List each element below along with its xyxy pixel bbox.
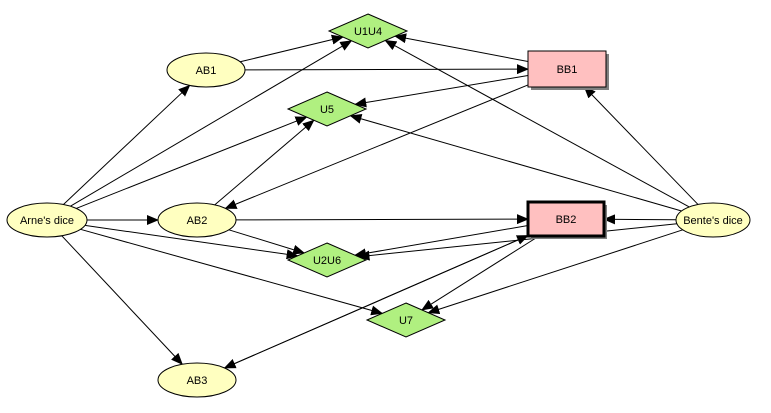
- edge-arne-to-u1u4: [70, 40, 353, 207]
- node-shape-diamond: [327, 13, 409, 49]
- edge-bb2-to-ab3: [223, 235, 529, 369]
- node-shape-diamond: [365, 302, 447, 338]
- node-ab3[interactable]: AB3: [157, 362, 237, 398]
- node-shape-ellipse: [675, 202, 751, 238]
- node-label: BB2: [556, 214, 577, 226]
- edge-bb2-to-u7: [421, 235, 540, 311]
- node-label: U2U6: [313, 255, 341, 267]
- node-shape-ellipse: [157, 362, 237, 398]
- edge-bb1-to-u1u4: [394, 33, 529, 63]
- node-ab2[interactable]: AB2: [157, 202, 237, 238]
- edge-bente-to-u7: [427, 229, 683, 315]
- node-shape-diamond: [286, 242, 368, 278]
- edge-ab1-to-u1u4: [240, 34, 344, 63]
- node-arne[interactable]: Arne's dice: [6, 202, 88, 238]
- node-label: AB1: [196, 65, 217, 77]
- edge-bb1-to-ab2: [224, 84, 529, 209]
- node-u5[interactable]: U5: [286, 91, 368, 127]
- node-label: AB2: [187, 215, 208, 227]
- node-bente[interactable]: Bente's dice: [675, 202, 751, 238]
- node-shape-ellipse: [166, 52, 246, 88]
- edge-ab2-to-u2u6: [228, 229, 306, 255]
- node-ab1[interactable]: AB1: [166, 52, 246, 88]
- edge-bente-to-u1u4: [384, 39, 690, 208]
- node-label: Bente's dice: [683, 215, 743, 227]
- node-label: Arne's dice: [20, 215, 74, 227]
- node-label: U7: [399, 315, 413, 327]
- node-shape-ellipse: [157, 202, 237, 238]
- node-shape-diamond: [286, 91, 368, 127]
- node-label: BB1: [557, 64, 578, 76]
- node-u1u4[interactable]: U1U4: [327, 13, 409, 49]
- edge-ab2-to-u5: [214, 119, 315, 206]
- edge-arne-to-u5: [76, 116, 308, 209]
- node-bb1[interactable]: BB1: [527, 50, 609, 90]
- edge-arne-to-ab1: [63, 84, 191, 205]
- edge-bente-to-u2u6: [357, 223, 677, 261]
- edge-bente-to-u5: [349, 113, 682, 212]
- edges-layer: [61, 33, 699, 369]
- edge-arne-to-u7: [80, 228, 384, 316]
- edge-bente-to-bb1: [583, 86, 699, 205]
- edge-arne-to-ab3: [61, 235, 183, 365]
- edge-arne-to-u2u6: [84, 224, 299, 260]
- node-shape-rect: [527, 50, 607, 88]
- node-bb2[interactable]: BB2: [526, 200, 607, 239]
- node-shape-ellipse: [6, 202, 88, 238]
- node-label: AB3: [187, 375, 208, 387]
- node-u7[interactable]: U7: [365, 302, 447, 338]
- node-u2u6[interactable]: U2U6: [286, 242, 368, 278]
- node-label: U5: [320, 104, 334, 116]
- edge-ab2-to-bb2: [235, 214, 529, 225]
- edge-bb1-to-u5: [354, 75, 529, 108]
- edge-bb2-to-u2u6: [354, 225, 529, 259]
- node-label: U1U4: [354, 26, 382, 38]
- edge-ab1-to-bb1: [244, 64, 529, 75]
- node-shape-rect: [526, 200, 606, 238]
